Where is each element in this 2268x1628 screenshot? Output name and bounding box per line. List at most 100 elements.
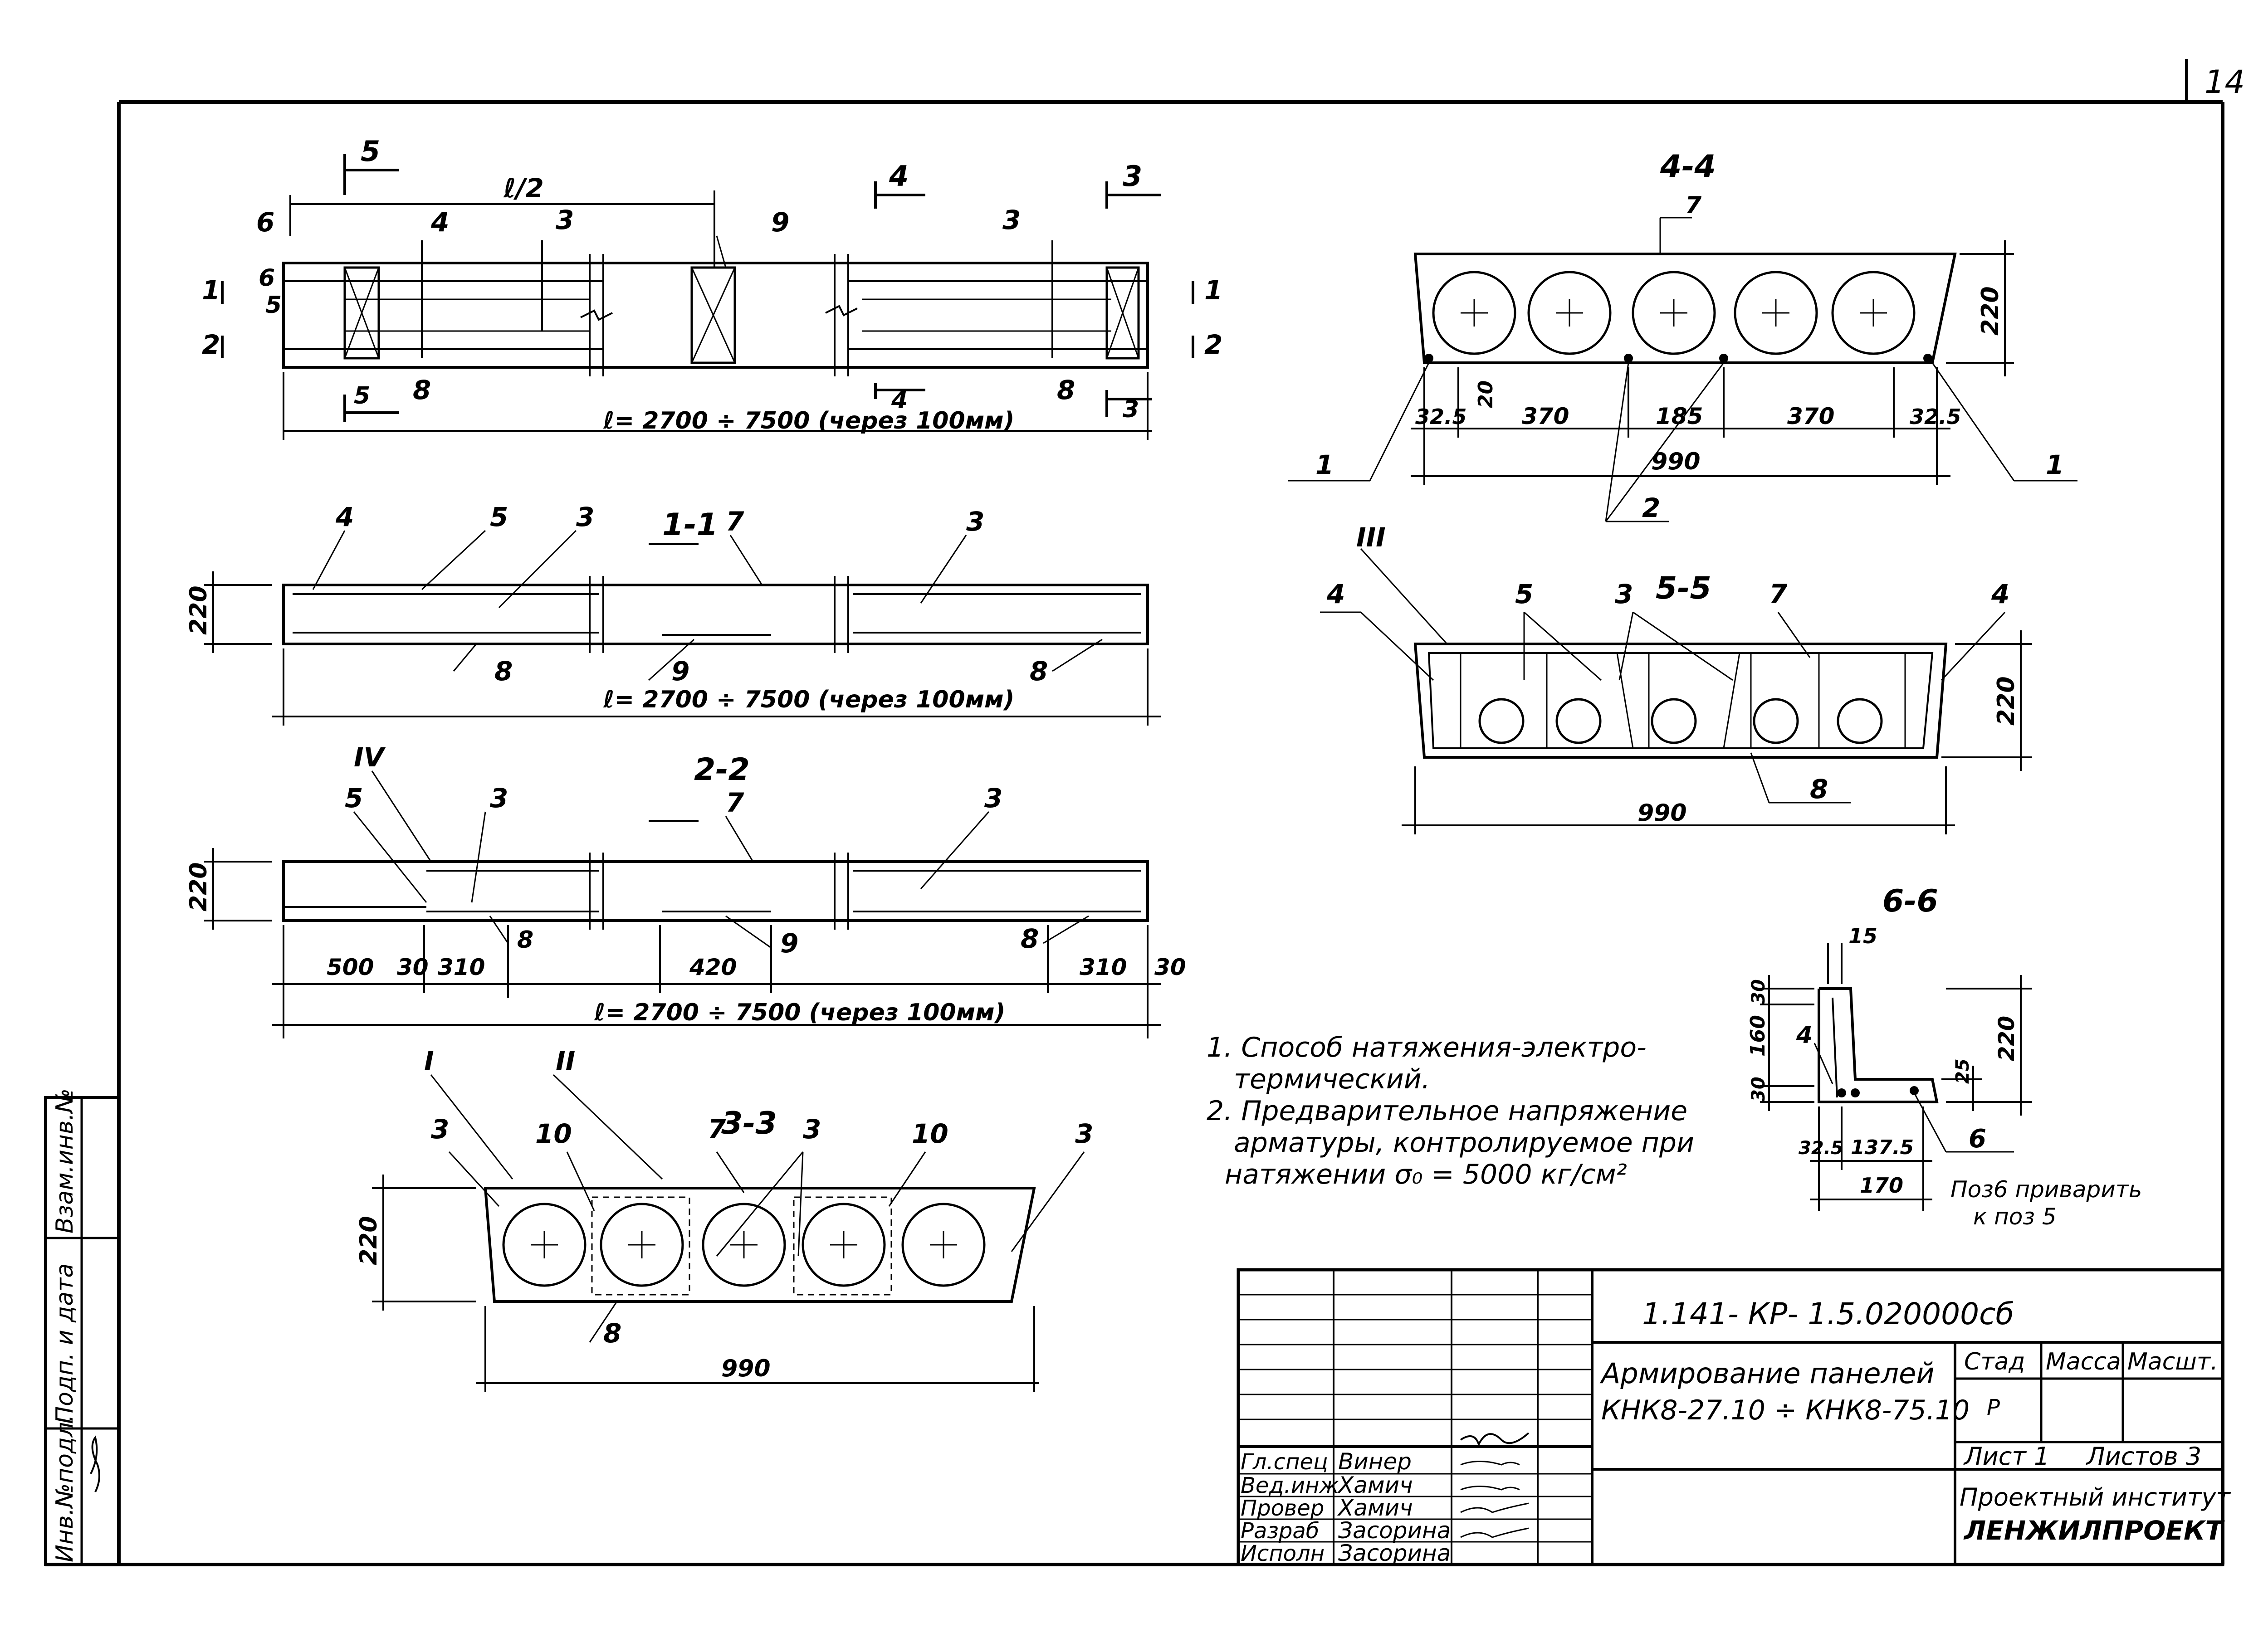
sec44-callout: 7 xyxy=(1685,192,1702,219)
role-label: Вед.инж xyxy=(1241,1473,1339,1498)
sec55-width: 990 xyxy=(1637,799,1687,827)
plan-callout: 2 xyxy=(1204,329,1222,360)
section-3-3 xyxy=(372,1074,1085,1392)
sec33-callout: 10 xyxy=(535,1118,572,1149)
sec22-title: 2-2 xyxy=(694,752,750,788)
sec11-length: ℓ= 2700 ÷ 7500 (через 100мм) xyxy=(603,686,1014,713)
sec22-dim: 500 xyxy=(327,954,374,980)
sec11-height: 220 xyxy=(185,585,212,635)
side-stamp: Взам.инв.№ Подп. и дата Инв.№подл. xyxy=(44,1088,120,1566)
sec66-dim-left: 30 xyxy=(1748,1077,1769,1102)
sec22-dim: 420 xyxy=(689,954,737,980)
sheet-number: 14 xyxy=(2204,63,2245,101)
sec33-callout: 3 xyxy=(1075,1118,1093,1149)
name-label: Засорина xyxy=(1338,1517,1451,1544)
sec33-callout: 3 xyxy=(431,1114,449,1145)
sec55-roman: III xyxy=(1356,522,1386,553)
mass-header: Масса xyxy=(2046,1348,2121,1375)
plan-callout: 8 xyxy=(413,375,431,405)
sec22-dim: 30 xyxy=(1154,954,1186,980)
sec22-callout: 8 xyxy=(517,926,533,954)
sec33-callout: 7 xyxy=(708,1114,726,1145)
sec11-callout: 9 xyxy=(671,656,689,687)
sec33-roman-1: I xyxy=(424,1046,434,1077)
section-2-2 xyxy=(204,770,1161,1038)
sec55-callout: 8 xyxy=(1810,774,1828,804)
sec44-dim: 370 xyxy=(1522,403,1569,429)
sec44-height: 220 xyxy=(1977,286,2004,336)
sec44-callout: 2 xyxy=(1642,492,1660,523)
sec22-callout: 7 xyxy=(726,787,744,818)
stage-value: Р xyxy=(1987,1395,2000,1420)
name-label: Хамич xyxy=(1337,1472,1413,1498)
sec22-dim: 310 xyxy=(438,954,485,980)
sidebar-cell3: Взам.инв.№ xyxy=(51,1088,78,1233)
sec66-total: 170 xyxy=(1860,1173,1903,1198)
sec66-height: 220 xyxy=(1994,1016,2019,1061)
sec66-bottom: 32.5 xyxy=(1799,1138,1843,1159)
sec44-width: 990 xyxy=(1651,448,1701,475)
sec55-height: 220 xyxy=(1993,676,2020,726)
plan-view xyxy=(221,154,1194,440)
sec33-title: 3-3 xyxy=(721,1106,777,1141)
sec33-callout: 8 xyxy=(603,1318,621,1349)
stage-header: Стад xyxy=(1964,1348,2025,1375)
sec11-callout: 3 xyxy=(966,506,984,537)
plan-callout: 6 xyxy=(259,264,275,292)
plan-callout: 3 xyxy=(1123,396,1139,423)
doc-title-1: Армирование панелей xyxy=(1599,1357,1935,1390)
sec44-dim: 32.5 xyxy=(1910,405,1961,429)
sec44-dim: 32.5 xyxy=(1415,405,1467,429)
sec22-roman: IV xyxy=(354,742,386,773)
plan-callout: 1 xyxy=(1204,275,1222,306)
sec55-callout: 4 xyxy=(1326,579,1345,609)
note-line-4: арматуры, контролируемое при xyxy=(1234,1127,1694,1159)
sec33-callout: 3 xyxy=(803,1114,821,1145)
sidebar-cell1: Инв.№подл. xyxy=(51,1414,78,1562)
section-1-1 xyxy=(204,530,1161,726)
org-line-1: Проектный институт xyxy=(1960,1483,2231,1511)
sec22-dim: 310 xyxy=(1080,954,1127,980)
name-label: Засорина xyxy=(1338,1540,1451,1566)
sec22-callout: 5 xyxy=(345,783,363,814)
plan-callout: 3 xyxy=(1002,205,1021,235)
role-label: Гл.спец xyxy=(1241,1449,1328,1475)
sec44-title: 4-4 xyxy=(1660,149,1716,185)
scale-header: Масшт. xyxy=(2127,1348,2218,1375)
sec22-length: ℓ= 2700 ÷ 7500 (через 100мм) xyxy=(594,999,1005,1026)
note-line-2: термический. xyxy=(1234,1063,1430,1095)
sec66-bottom: 137.5 xyxy=(1851,1136,1914,1159)
sec33-callout: 10 xyxy=(912,1118,948,1149)
sec11-callout: 5 xyxy=(490,502,508,532)
name-label: Хамич xyxy=(1337,1495,1413,1521)
section-6-6 xyxy=(1760,943,2032,1211)
sec11-callout: 4 xyxy=(335,502,354,532)
org-line-2: ЛЕНЖИЛПРОЕКТ xyxy=(1963,1515,2225,1546)
section-5-5 xyxy=(1320,548,2032,834)
sheet-label: Лист 1 xyxy=(1963,1442,2049,1471)
role-label: Исполн xyxy=(1241,1541,1325,1566)
sec44-dim: 185 xyxy=(1656,403,1703,429)
role-label: Провер xyxy=(1241,1496,1324,1521)
plan-length: ℓ= 2700 ÷ 7500 (через 100мм) xyxy=(603,407,1014,434)
name-label: Винер xyxy=(1338,1448,1412,1475)
sec11-callout: 8 xyxy=(494,656,513,687)
sec11-title: 1-1 xyxy=(662,507,718,543)
sec44-dim: 370 xyxy=(1787,403,1834,429)
sec55-callout: 4 xyxy=(1991,579,2009,609)
sec66-top: 15 xyxy=(1848,924,1877,948)
sec66-callout: 4 xyxy=(1796,1022,1813,1049)
sec22-callout: 8 xyxy=(1021,923,1039,954)
plan-callout: 6 xyxy=(256,207,274,238)
note-line-1: 1. Способ натяжения-электро- xyxy=(1207,1032,1647,1063)
section-4-4 xyxy=(1288,217,2077,522)
plan-callout: 3 xyxy=(556,205,574,235)
plan-callout: 4 xyxy=(430,207,449,238)
note-line-3: 2. Предварительное напряжение xyxy=(1207,1095,1687,1127)
doc-code: 1.141- КР- 1.5.020000сб xyxy=(1642,1297,2014,1331)
plan-callout: 5 xyxy=(361,135,380,168)
title-block xyxy=(1237,1268,2224,1566)
sec55-callout: 7 xyxy=(1769,579,1788,609)
plan-half-span: ℓ/2 xyxy=(503,173,544,204)
plan-callout: 9 xyxy=(771,207,789,238)
